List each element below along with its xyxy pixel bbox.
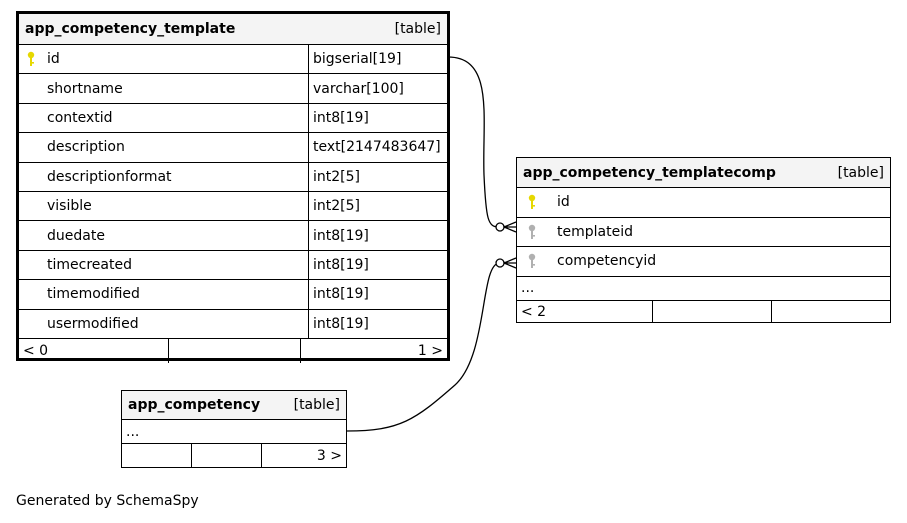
table-row[interactable]: duedate int8[19] <box>19 221 447 251</box>
table-row[interactable]: id <box>517 188 890 218</box>
table-row[interactable]: id bigserial[19] <box>19 45 447 75</box>
table-row[interactable]: descriptionformat int2[5] <box>19 162 447 192</box>
primary-key-icon <box>19 51 43 67</box>
column-name: shortname <box>47 80 123 97</box>
primary-key-icon <box>517 194 547 210</box>
footer-right: 3 > <box>316 447 342 464</box>
column-name-cell: duedate <box>19 221 309 250</box>
edge-end-circle-templateid <box>495 222 505 232</box>
column-type: int2[5] <box>313 168 360 185</box>
table-app-competency-template[interactable]: app_competency_template [table] id bigser… <box>16 11 450 363</box>
column-type: bigserial[19] <box>313 51 402 68</box>
column-name: id <box>557 194 570 211</box>
table-kind: [table] <box>837 164 884 181</box>
column-list: id bigserial[19] shortname varchar[100] cont… <box>19 45 447 339</box>
more-columns-ellipsis: ... <box>517 277 890 301</box>
edge-competency-to-competencyid <box>346 262 500 432</box>
edge-crowfoot-competencyid <box>503 257 517 269</box>
table-name: app_competency <box>128 397 261 413</box>
table-name: app_competency_template <box>25 21 236 37</box>
column-type: int8[19] <box>313 286 369 303</box>
column-type: int2[5] <box>313 198 360 215</box>
column-name: duedate <box>47 227 105 244</box>
table-row[interactable]: templateid <box>517 218 890 247</box>
column-list: id templateid competencyid <box>517 188 890 277</box>
table-header: app_competency_template [table] <box>19 14 447 45</box>
table-footer: < 0 1 > <box>19 338 447 363</box>
column-name: description <box>47 139 125 156</box>
more-columns-ellipsis: ... <box>122 420 346 444</box>
column-name: contextid <box>47 109 113 126</box>
column-type: int8[19] <box>313 109 369 126</box>
table-kind: [table] <box>394 21 441 37</box>
footer-left <box>122 444 192 467</box>
column-name-cell: templateid <box>517 218 890 247</box>
foreign-key-icon <box>517 253 547 269</box>
footer-right <box>772 301 890 323</box>
table-header: app_competency_templatecomp [table] <box>517 158 890 188</box>
table-header: app_competency [table] <box>122 391 346 420</box>
table-name: app_competency_templatecomp <box>523 164 776 181</box>
column-name: templateid <box>557 223 633 240</box>
column-name: usermodified <box>47 315 139 332</box>
table-row[interactable]: timemodified int8[19] <box>19 280 447 310</box>
column-name: competencyid <box>557 253 657 270</box>
edge-template-to-templateid <box>447 56 500 228</box>
column-name-cell: timecreated <box>19 250 309 280</box>
column-name: id <box>47 51 60 68</box>
generated-by-note: Generated by SchemaSpy <box>16 493 199 509</box>
table-row[interactable]: usermodified int8[19] <box>19 309 447 339</box>
column-name-cell: id <box>19 45 309 74</box>
footer-left: < 0 <box>19 338 169 363</box>
table-row[interactable]: timecreated int8[19] <box>19 250 447 281</box>
column-name-cell: visible <box>19 191 309 221</box>
table-row[interactable]: competencyid <box>517 247 890 277</box>
column-type: text[2147483647] <box>313 139 441 156</box>
column-type: int8[19] <box>313 227 369 244</box>
table-app-competency-templatecomp[interactable]: app_competency_templatecomp [table] id te… <box>516 157 891 323</box>
table-row[interactable]: contextid int8[19] <box>19 103 447 134</box>
table-row[interactable]: visible int2[5] <box>19 191 447 222</box>
table-app-competency[interactable]: app_competency [table] ... 3 > <box>121 390 347 468</box>
table-footer: < 2 <box>517 300 890 323</box>
column-name-cell: usermodified <box>19 309 309 338</box>
column-type: varchar[100] <box>313 80 404 97</box>
column-name: visible <box>47 198 92 215</box>
table-footer: 3 > <box>122 444 346 467</box>
footer-middle <box>192 444 262 467</box>
column-type: int8[19] <box>313 315 369 332</box>
column-name-cell: description <box>19 133 309 162</box>
foreign-key-icon <box>517 224 547 240</box>
column-name: timemodified <box>47 286 140 303</box>
footer-middle <box>169 338 301 363</box>
edge-crowfoot-templateid <box>503 221 517 233</box>
table-row[interactable]: shortname varchar[100] <box>19 74 447 104</box>
column-name-cell: competencyid <box>517 247 890 276</box>
edge-end-circle-competencyid <box>495 258 505 268</box>
column-name-cell: id <box>517 188 890 217</box>
footer-left: < 2 <box>517 300 653 323</box>
column-name-cell: contextid <box>19 103 309 133</box>
footer-right: 1 > <box>417 342 443 359</box>
footer-middle <box>653 300 772 323</box>
column-name: descriptionformat <box>47 168 172 185</box>
column-type: int8[19] <box>313 256 369 273</box>
column-name-cell: descriptionformat <box>19 162 309 191</box>
column-name-cell: shortname <box>19 74 309 103</box>
table-kind: [table] <box>293 397 340 413</box>
column-name-cell: timemodified <box>19 280 309 309</box>
column-name: timecreated <box>47 256 132 273</box>
table-row[interactable]: description text[2147483647] <box>19 133 447 163</box>
